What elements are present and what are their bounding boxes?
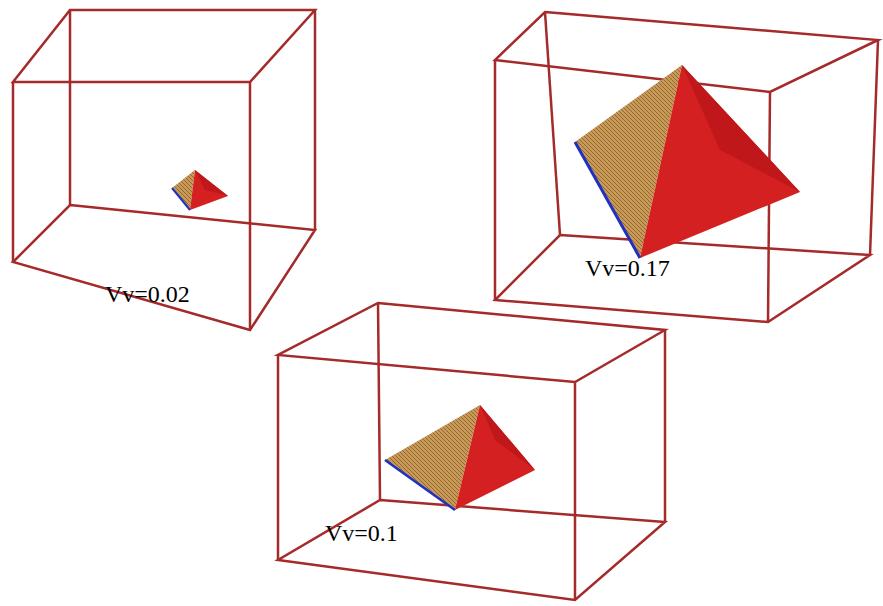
volume-fraction-label: Vv=0.02	[105, 281, 190, 307]
volume-fraction-label: Vv=0.1	[325, 520, 398, 546]
octahedron	[575, 65, 800, 258]
octahedron	[385, 405, 535, 510]
volume-fraction-label: Vv=0.17	[585, 255, 670, 281]
octahedron	[172, 170, 228, 210]
wireframe-box	[13, 10, 878, 600]
